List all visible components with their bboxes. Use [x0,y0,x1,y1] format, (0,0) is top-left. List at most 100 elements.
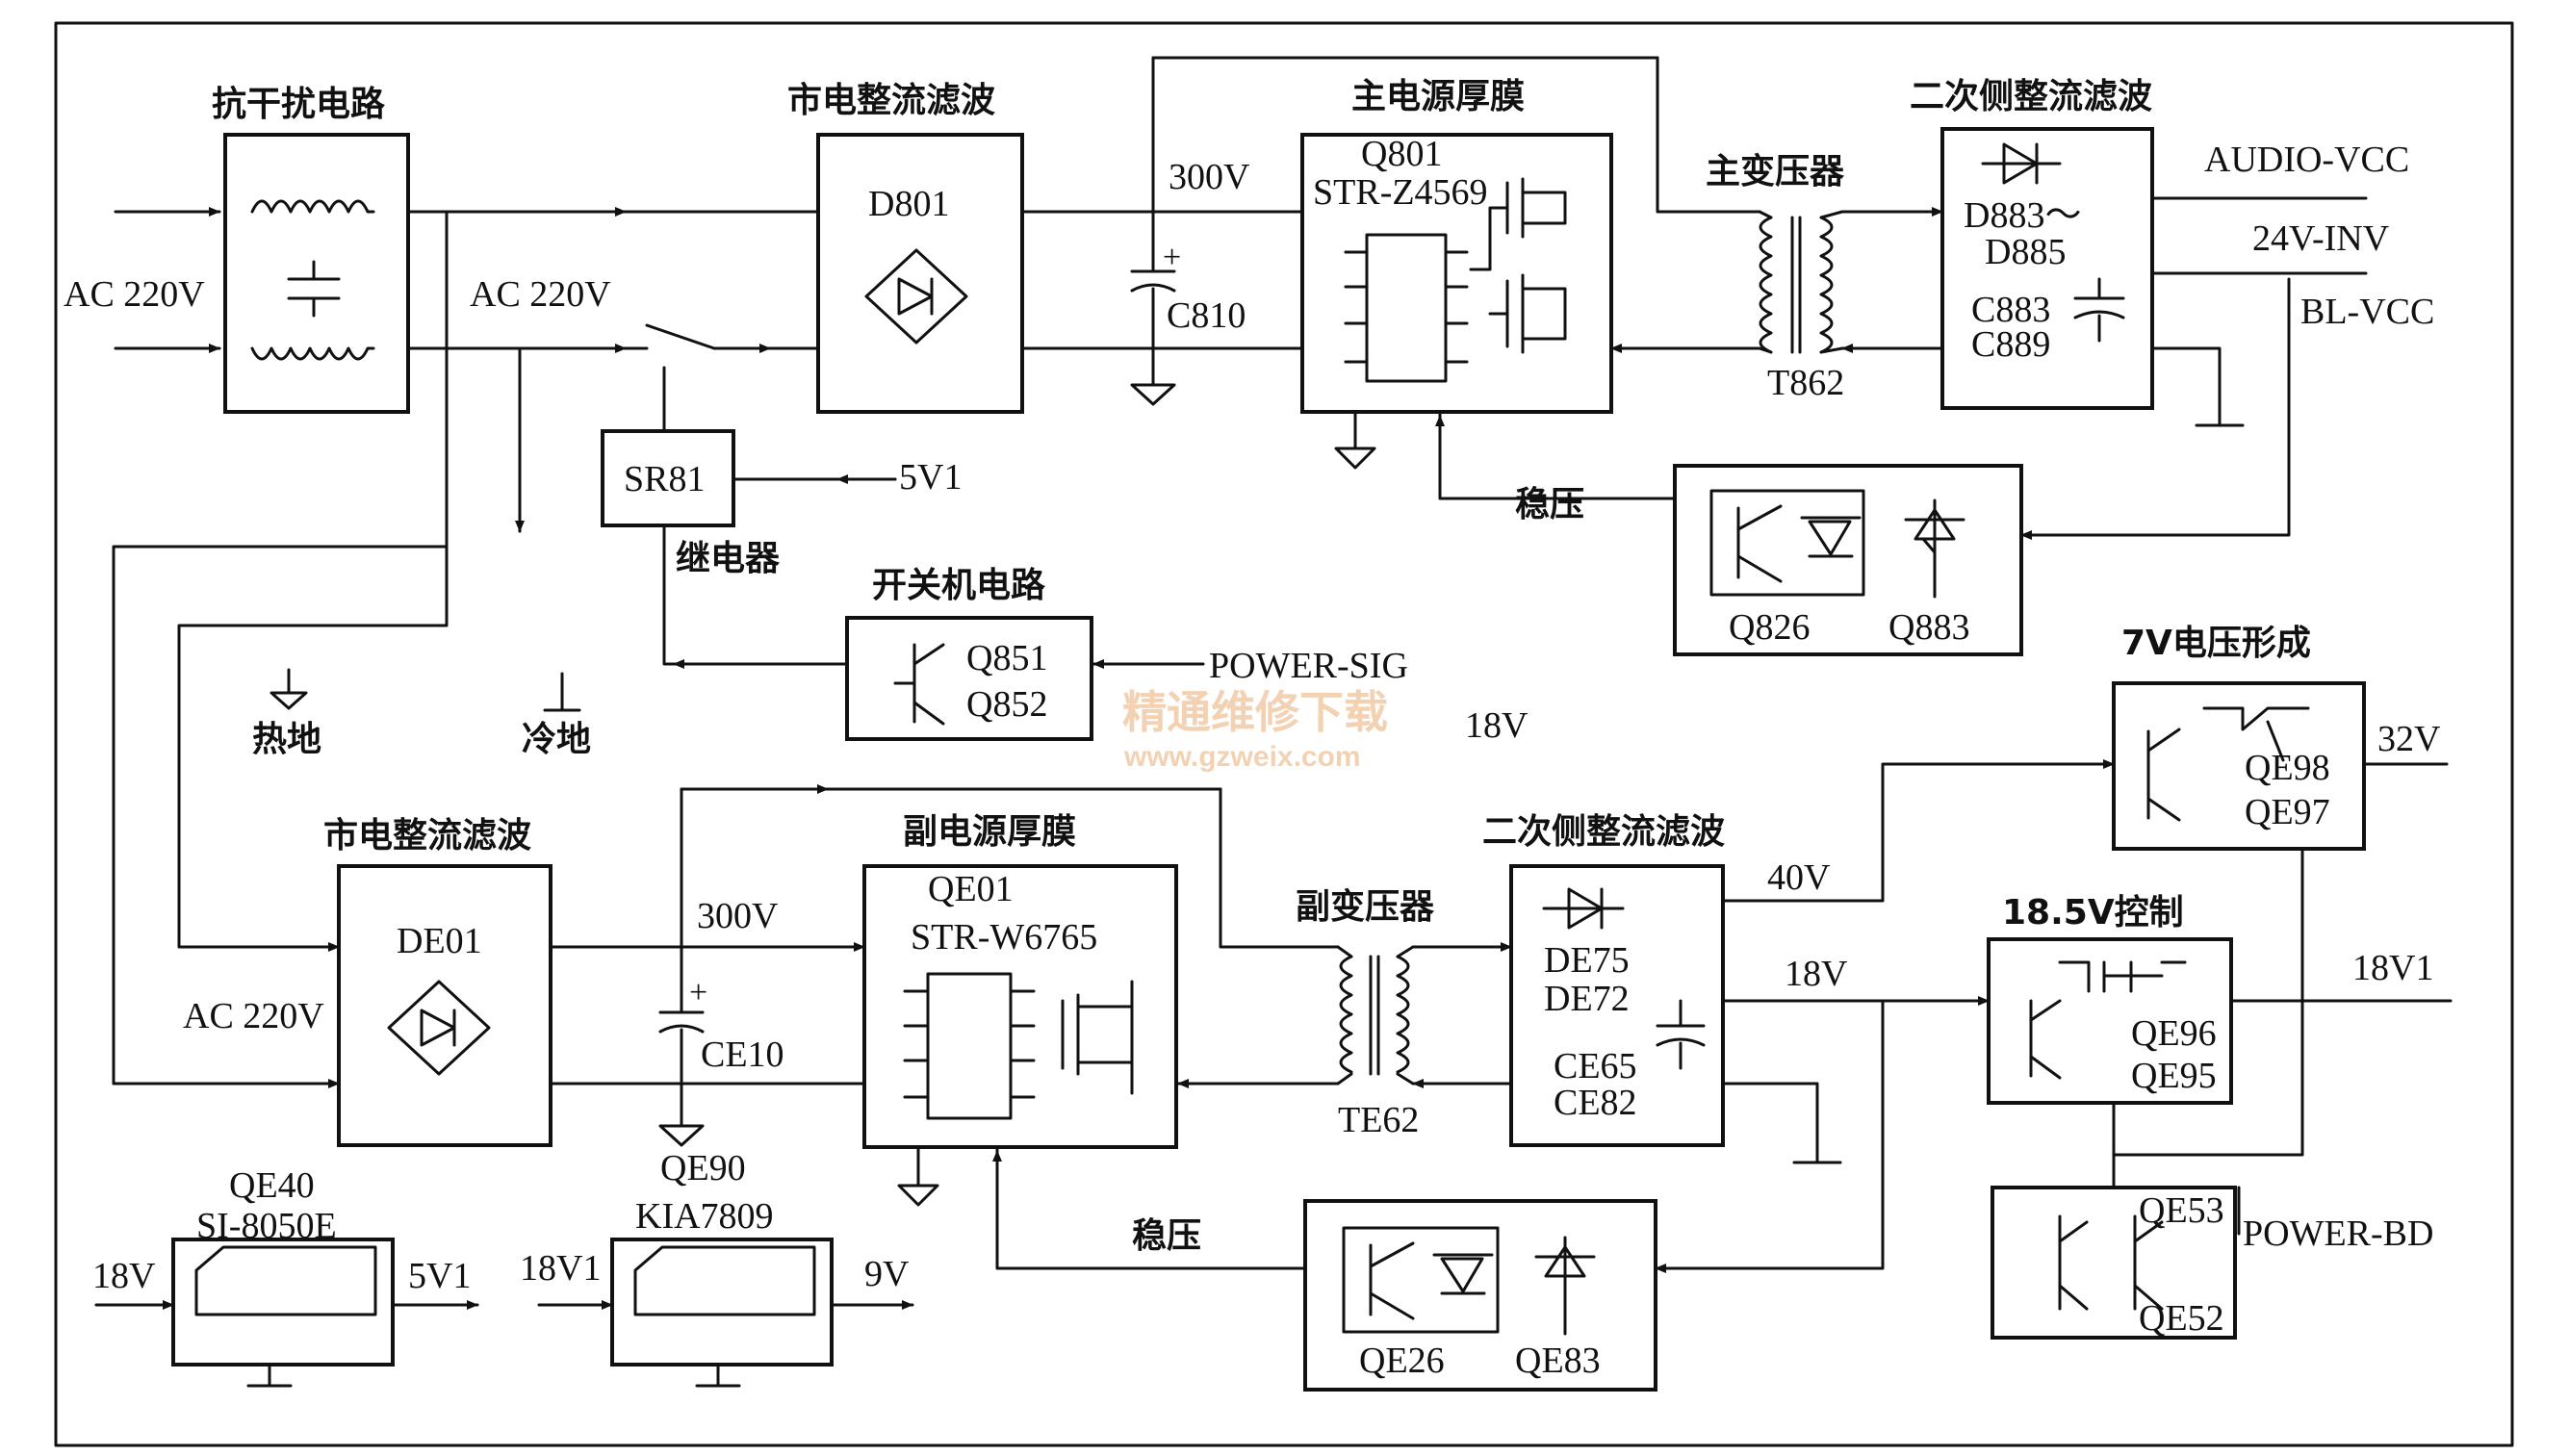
sub-sec-d2: DE72 [1544,979,1630,1019]
v40-label: 40V [1767,857,1831,898]
relay-supply: 5V1 [899,457,962,498]
plus-sign-sub: + [689,975,707,1010]
main-sec-c1: C883 [1971,290,2050,330]
reg9-part: QE90 [660,1148,746,1188]
power-sw-q2: Q852 [966,684,1047,725]
sub-xfmr-title: 副变压器 [1296,886,1435,927]
reg5-part: QE40 [229,1165,315,1206]
v185-title: 18.5V控制 [2002,893,2184,932]
bridge-rectifier-icon-sub [387,980,491,1076]
wires-sub [549,759,2453,1273]
sub-rect-title: 市电整流滤波 [323,816,531,856]
main-pwr-part: Q801 [1361,134,1442,174]
main-power-ic-block [1300,133,1613,414]
ac-mid-label: AC 220V [470,274,611,315]
hot-ground-icon [270,668,308,710]
sub-pwr-ic: STR-W6765 [911,917,1097,958]
sub-pwr-part: QE01 [928,869,1014,909]
reg9-out: 9V [864,1254,910,1294]
main-secondary-block [1940,127,2154,410]
main-sec-d2: D885 [1985,232,2066,272]
c810-label: C810 [1167,295,1246,336]
v185-control-block [1987,937,2233,1105]
sub-rectifier-block [337,864,552,1147]
sub-fb-ref: QE83 [1515,1341,1601,1381]
optocoupler-icon-sub [1342,1226,1596,1336]
power-bd-block [1991,1186,2237,1340]
main-pwr-title: 主电源厚膜 [1351,77,1525,116]
v185-out: 18V1 [2352,948,2433,988]
regulator-5v-block [171,1238,395,1367]
v18-label: 18V [1785,954,1848,994]
ac-input-label: AC 220V [64,274,205,315]
main-rect-title: 市电整流滤波 [787,81,995,120]
regulator-9v-block [610,1238,834,1367]
diagram-frame [54,21,2514,1447]
sub-transformer-icon [1336,945,1415,1086]
sub-rect-part: DE01 [397,921,482,961]
main-sec-c2: C889 [1971,324,2050,365]
transistor-pair-icon [2146,706,2310,822]
sub-sec-title: 二次侧整流滤波 [1482,812,1725,852]
hv-sub-label: 300V [697,896,779,936]
hot-ground-label: 热地 [252,720,321,759]
out-bl-label: BL-VCC [2300,292,2434,332]
sub-power-ic-block [862,864,1178,1149]
out-audio-label: AUDIO-VCC [2204,140,2409,180]
watermark-cn: 精通维修下载 [1122,686,1388,738]
wires-main [112,56,2368,1088]
regulator-5v-icon [194,1245,377,1316]
pbd-q2: QE52 [2139,1298,2224,1339]
plus-sign: + [1163,240,1181,275]
relay-title: 继电器 [676,539,781,578]
emi-title: 抗干扰电路 [212,84,386,124]
sub-xfmr-part: TE62 [1338,1100,1419,1140]
v18-signal-label: 18V [1465,705,1529,746]
power-bd-label: POWER-BD [2243,1213,2433,1254]
main-feedback-block [1673,464,2023,656]
main-rect-part: D801 [868,184,949,224]
main-transformer-icon [1758,210,1844,354]
reg5-ic: SI-8050E [196,1206,337,1246]
emi-filter-symbol [250,199,375,361]
power-sig-label: POWER-SIG [1209,646,1408,686]
regulator-9v-icon [633,1245,816,1316]
watermark-url: www.gzweix.com [1123,741,1361,773]
power-sw-q1: Q851 [966,638,1047,678]
ce10-label: CE10 [701,1035,784,1075]
sub-sec-d1: DE75 [1544,940,1630,981]
reg9-in: 18V1 [520,1248,601,1289]
sub-sec-c1: CE65 [1554,1046,1637,1086]
emi-filter-block [223,133,410,414]
v7-out: 32V [2377,719,2441,759]
cold-ground-label: 冷地 [522,720,591,759]
main-xfmr-title: 主变压器 [1706,151,1845,192]
main-fb-opto: Q826 [1729,607,1810,648]
transistor-icon [893,643,945,726]
sub-pwr-title: 副电源厚膜 [903,812,1076,852]
relay-block[interactable] [601,429,735,527]
power-sw-title: 开关机电路 [872,566,1046,605]
optocoupler-icon [1709,489,1965,599]
main-ic-chip-icon [1344,177,1567,383]
diode-icon [1981,142,2125,343]
out-inv-label: 24V-INV [2252,218,2390,259]
main-rectifier-block [816,133,1024,414]
v185-q2: QE95 [2131,1056,2217,1096]
sub-sec-c2: CE82 [1554,1083,1637,1123]
main-xfmr-part: T862 [1767,363,1844,403]
sub-ac-label: AC 220V [183,996,324,1036]
relay-part: SR81 [624,459,705,499]
main-fb-title: 稳压 [1515,485,1584,524]
main-sec-title: 二次侧整流滤波 [1910,77,2152,116]
v7-q2: QE97 [2245,792,2330,832]
sub-fb-opto: QE26 [1359,1341,1445,1381]
v7-title: 7V电压形成 [2121,624,2311,663]
sub-ic-chip-icon [903,972,1134,1120]
main-pwr-ic: STR-Z4569 [1313,172,1488,213]
v7-q1: QE98 [2245,748,2330,788]
diode-icon-sub [1542,887,1706,1070]
reg5-out: 5V1 [408,1256,471,1296]
v7-block [2112,681,2366,851]
